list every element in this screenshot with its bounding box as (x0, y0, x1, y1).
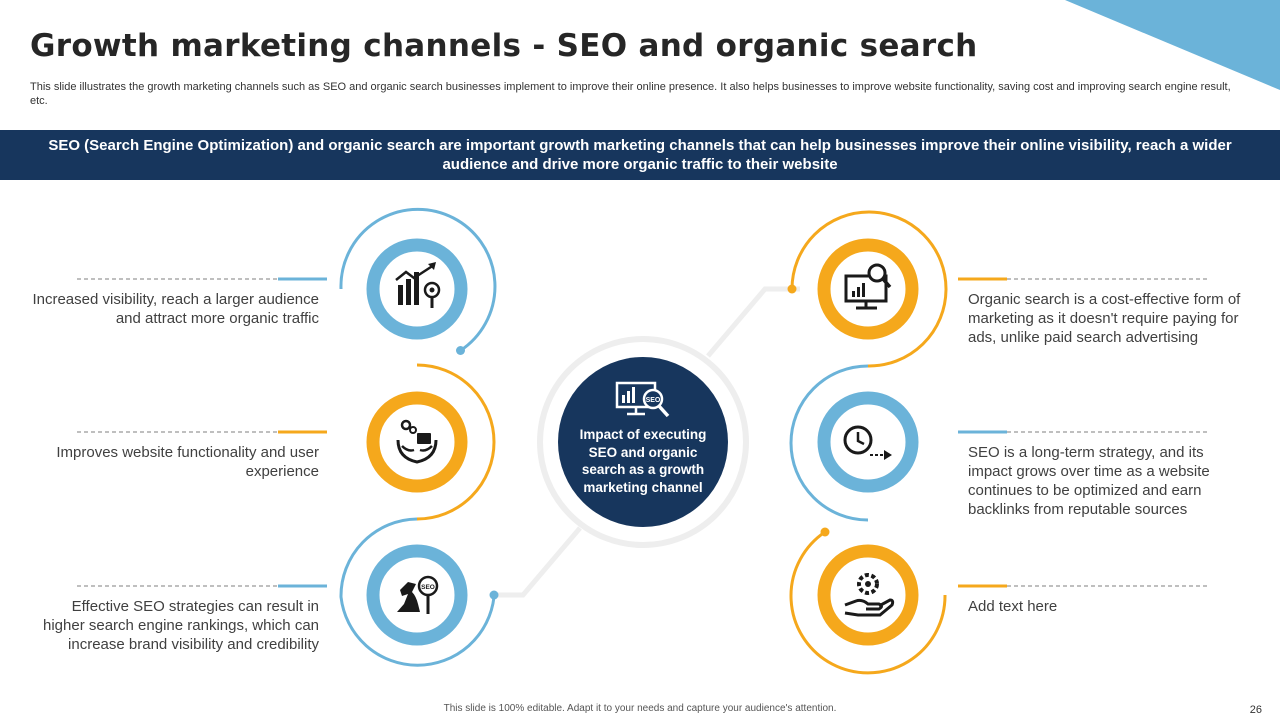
right-icon-circle-3 (817, 544, 919, 646)
page-number: 26 (1249, 704, 1262, 716)
clock-arrow-icon (843, 425, 892, 460)
center-label: Impact of executing SEO and organic sear… (579, 427, 707, 495)
hands-gears-icon (396, 419, 438, 464)
hand-gear-icon (844, 573, 895, 617)
growth-chart-eye-icon (395, 262, 441, 308)
seo-analytics-icon: SEO (615, 381, 670, 418)
seo-icon-label: SEO (421, 584, 435, 591)
right-icon-circle-2 (817, 391, 919, 493)
right-arcs (789, 210, 948, 675)
left-icon-circle-2 (366, 391, 468, 493)
left-item-2-text: Improves website functionality and user … (56, 444, 319, 480)
left-icon-circle-3: SEO (366, 544, 468, 646)
left-dividers (77, 277, 327, 588)
left-item-3-text: Effective SEO strategies can result in h… (43, 598, 319, 653)
slide-description: This slide illustrates the growth market… (30, 81, 1231, 107)
monitor-search-icon (844, 263, 892, 310)
right-icon-circle-1 (817, 238, 919, 340)
center-circle (558, 357, 728, 527)
right-item-1-text: Organic search is a cost-effective form … (968, 291, 1241, 346)
right-item-2-text: SEO is a long-term strategy, and its imp… (968, 444, 1210, 518)
right-arc-dot (787, 284, 797, 294)
right-item-3-text: Add text here (968, 598, 1058, 615)
right-dividers (958, 277, 1210, 588)
left-item-1-text: Increased visibility, reach a larger aud… (32, 291, 319, 327)
right-arc-dot (820, 527, 830, 537)
left-icon-circle-1 (366, 238, 468, 340)
left-arcs (339, 207, 497, 667)
chess-knight-seo-icon: SEO (397, 575, 439, 614)
left-arc-dot (456, 346, 465, 355)
center-ring (537, 336, 749, 548)
page-title: Growth marketing channels - SEO and orga… (30, 28, 978, 64)
corner-decoration (1065, 0, 1280, 90)
left-arc-dot (489, 590, 499, 600)
footer-note: This slide is 100% editable. Adapt it to… (443, 703, 837, 714)
center-icon-label: SEO (646, 397, 661, 404)
summary-banner: SEO (Search Engine Optimization) and org… (0, 130, 1280, 180)
